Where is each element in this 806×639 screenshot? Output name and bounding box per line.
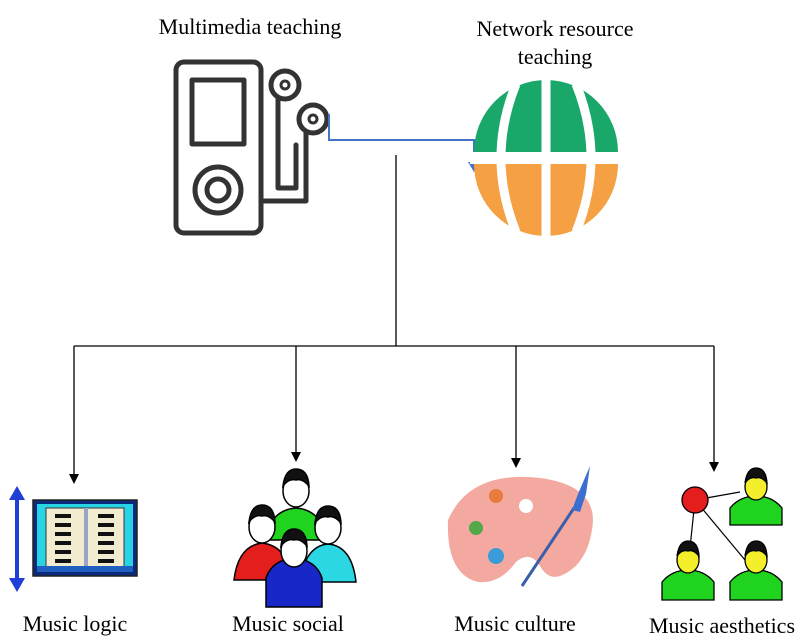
network-resource-label-line2: teaching bbox=[517, 44, 593, 69]
paint-palette-icon bbox=[447, 466, 593, 587]
globe-icon bbox=[470, 80, 622, 236]
people-group-icon bbox=[233, 468, 357, 608]
network-people-icon bbox=[661, 467, 783, 601]
music-logic-label: Music logic bbox=[22, 611, 128, 636]
logic-panel-icon bbox=[9, 486, 138, 592]
media-player-icon bbox=[173, 59, 330, 236]
multimedia-teaching-label: Multimedia teaching bbox=[158, 14, 342, 39]
music-culture-label: Music culture bbox=[454, 611, 576, 636]
network-resource-label-line1: Network resource bbox=[476, 16, 634, 41]
music-aesthetics-label: Music aesthetics bbox=[648, 613, 796, 638]
tree-connectors bbox=[69, 155, 719, 484]
music-social-label: Music social bbox=[232, 611, 344, 636]
player-globe-connector bbox=[328, 114, 480, 172]
